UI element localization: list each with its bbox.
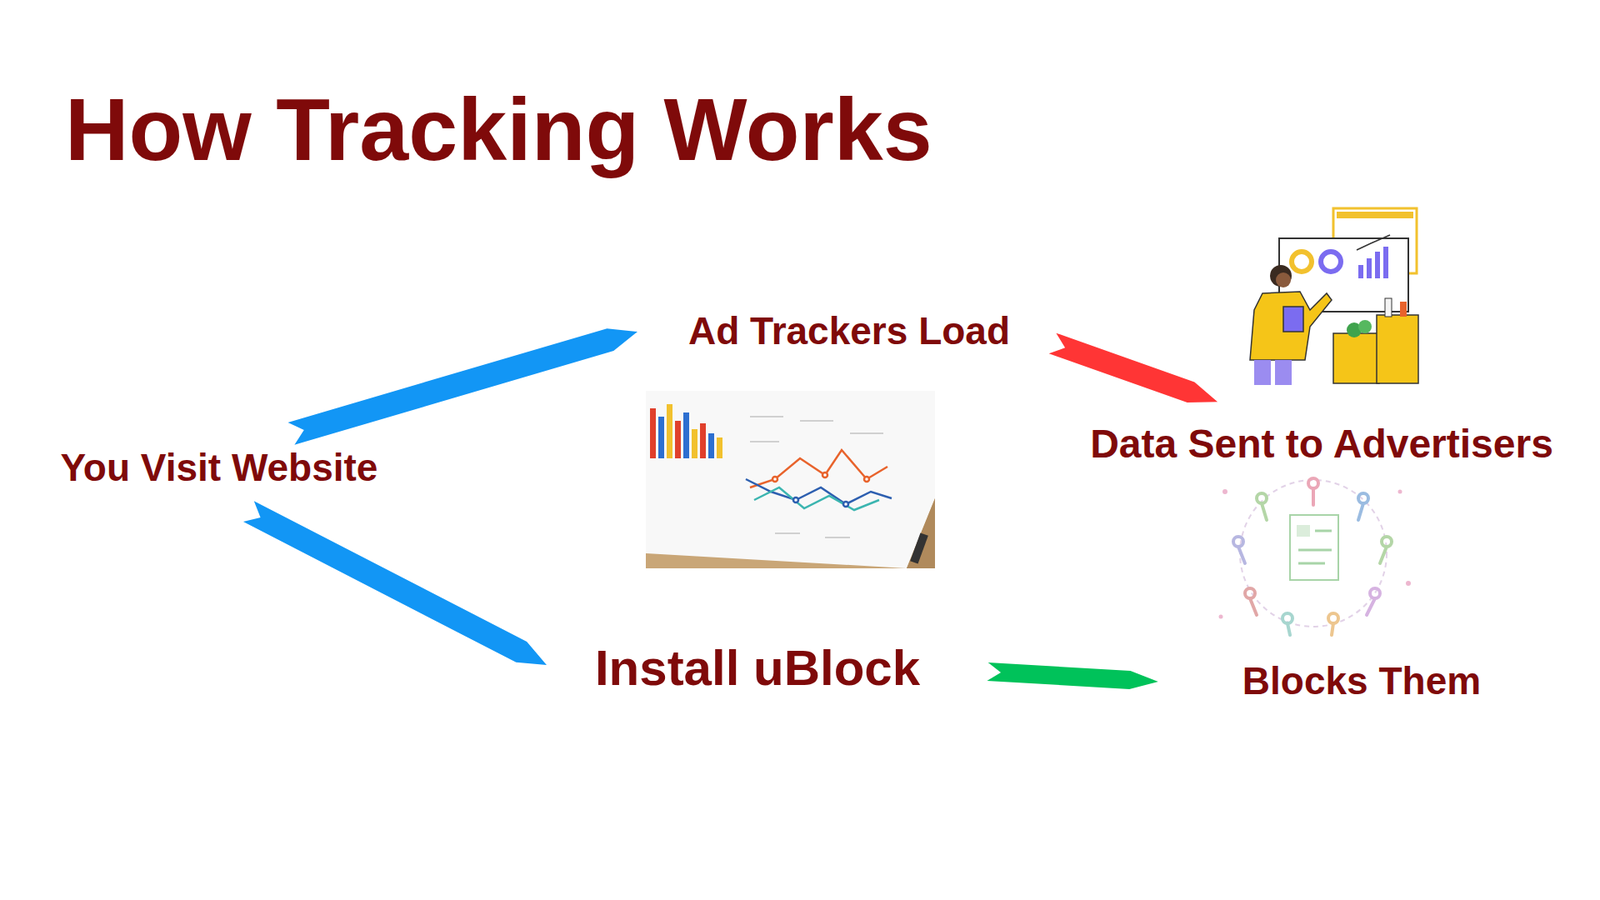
analyst-illustration-part	[1283, 306, 1304, 332]
paper-scribble-part	[850, 432, 884, 435]
people-circle-illustration-part-part-part	[1238, 546, 1245, 564]
bar-chart-part	[708, 433, 715, 459]
line-chart-part	[772, 472, 870, 482]
chart-photo-part	[645, 390, 935, 569]
analyst-illustration-part	[1358, 265, 1364, 279]
analyst-illustration-part	[1376, 315, 1419, 384]
analyst-illustration-part	[1375, 251, 1380, 279]
line-chart-part	[793, 497, 849, 507]
paper-scribble-part	[800, 420, 834, 422]
people-circle-illustration-part	[1298, 549, 1332, 552]
people-circle-illustration-part	[1240, 480, 1387, 627]
paper-scribble	[750, 416, 884, 538]
bar-chart-part	[716, 437, 723, 459]
line-chart-part-part	[772, 476, 778, 482]
people-circle-illustration-part-part	[1308, 478, 1319, 505]
diagram-title: How Tracking Works	[65, 76, 933, 183]
line-chart	[745, 450, 892, 510]
analyst-illustration-part	[1358, 320, 1372, 334]
people-circle-illustration-part	[1290, 515, 1339, 580]
analyst-illustration-part	[1356, 235, 1390, 250]
line-chart-part-part	[793, 497, 799, 503]
line-chart-part-part	[864, 476, 870, 482]
bar-chart-part	[683, 412, 690, 459]
line-chart-part-part	[822, 472, 828, 478]
bar-chart	[650, 404, 723, 459]
analyst-illustration-part	[1336, 211, 1414, 219]
people-circle-illustration-part-part	[1380, 536, 1392, 564]
bar-chart-part	[700, 423, 706, 459]
people-circle-illustration-part-part-part	[1380, 546, 1387, 564]
step-label: You Visit Website	[55, 441, 384, 495]
people-circle-illustration-part	[1296, 525, 1310, 537]
step-text: Blocks Them	[1242, 658, 1481, 705]
flow-arrow	[986, 662, 1158, 690]
analyst-illustration-part	[1270, 265, 1292, 287]
people-circle-illustration	[1219, 478, 1412, 635]
bar-chart-part	[658, 416, 665, 459]
people-circle-illustration-part-part-part	[1250, 598, 1257, 615]
chart-photo-part	[906, 498, 935, 569]
bar-chart-part	[691, 429, 698, 459]
line-chart-part	[754, 487, 880, 510]
people-circle-illustration-part	[1219, 489, 1412, 620]
people-circle-illustration-part-part-part	[1358, 503, 1364, 520]
people-circle-illustration-part-part	[1328, 613, 1339, 635]
chart-photo	[645, 390, 935, 569]
analyst-illustration-part	[1291, 251, 1312, 272]
bar-chart-part	[666, 404, 673, 459]
chart-photo-part	[645, 390, 935, 569]
paper-scribble-part	[750, 415, 784, 418]
bar-chart-part	[650, 408, 656, 459]
flow-arrow	[243, 500, 547, 665]
flow-arrow	[287, 328, 637, 445]
analyst-illustration-part	[1383, 246, 1389, 279]
step-text: Ad Trackers Load	[688, 308, 1010, 355]
people-circle-illustration-part-part-part	[1287, 623, 1290, 635]
people-circle-illustration-part	[1298, 562, 1325, 565]
people-circle-illustration-part-part	[1358, 493, 1369, 520]
chart-photo-part	[910, 532, 929, 564]
people-circle-illustration-part-part	[1245, 588, 1257, 615]
analyst-illustration-part	[1320, 251, 1341, 272]
people-circle-illustration-part-part	[1256, 493, 1267, 520]
people-circle-illustration-part-part	[1222, 489, 1228, 495]
analyst-illustration-part	[1385, 298, 1392, 317]
step-text: Install uBlock	[595, 638, 920, 699]
analyst-illustration-part	[1333, 333, 1380, 384]
analyst-illustration-part	[1366, 258, 1372, 279]
line-chart-part-part	[843, 501, 849, 507]
bar-chart-part	[675, 420, 681, 459]
people-circle-illustration-part-part	[1366, 588, 1380, 615]
analyst-illustration	[1250, 208, 1419, 385]
paper-scribble-part	[775, 532, 800, 535]
people-circle-illustration-part-part	[1405, 580, 1411, 586]
step-label: Install uBlock	[590, 635, 925, 702]
flow-arrow	[1049, 333, 1218, 403]
paper-scribble-part	[750, 440, 780, 443]
people-circle-illustration-part-part	[1282, 613, 1293, 635]
people-circle-illustration-part-part	[1219, 615, 1224, 620]
people-circle-illustration-part-part	[1233, 536, 1245, 564]
step-label: Data Sent to Advertisers	[1085, 416, 1559, 472]
people-circle-illustration-part-part-part	[1331, 623, 1334, 635]
analyst-illustration-part	[1250, 291, 1332, 360]
people-circle-illustration-part-part	[1398, 490, 1403, 495]
step-text: Data Sent to Advertisers	[1090, 420, 1554, 469]
people-circle-illustration-part-part-part	[1261, 503, 1267, 520]
people-circle-illustration-part-part-part	[1311, 488, 1315, 505]
step-label: Ad Trackers Load	[683, 305, 1015, 358]
people-circle-illustration-part-part-part	[1366, 598, 1375, 615]
paper-scribble-part	[825, 536, 850, 539]
analyst-illustration-part	[1400, 301, 1407, 317]
analyst-illustration-part	[1275, 360, 1292, 385]
people-circle-illustration-part	[1315, 530, 1332, 533]
analyst-illustration-part	[1254, 360, 1271, 385]
people-circle-illustration-part	[1233, 478, 1392, 635]
step-label: Blocks Them	[1237, 655, 1486, 708]
analyst-illustration-part	[1275, 272, 1291, 288]
line-chart-part	[750, 450, 888, 488]
step-text: You Visit Website	[60, 445, 379, 491]
